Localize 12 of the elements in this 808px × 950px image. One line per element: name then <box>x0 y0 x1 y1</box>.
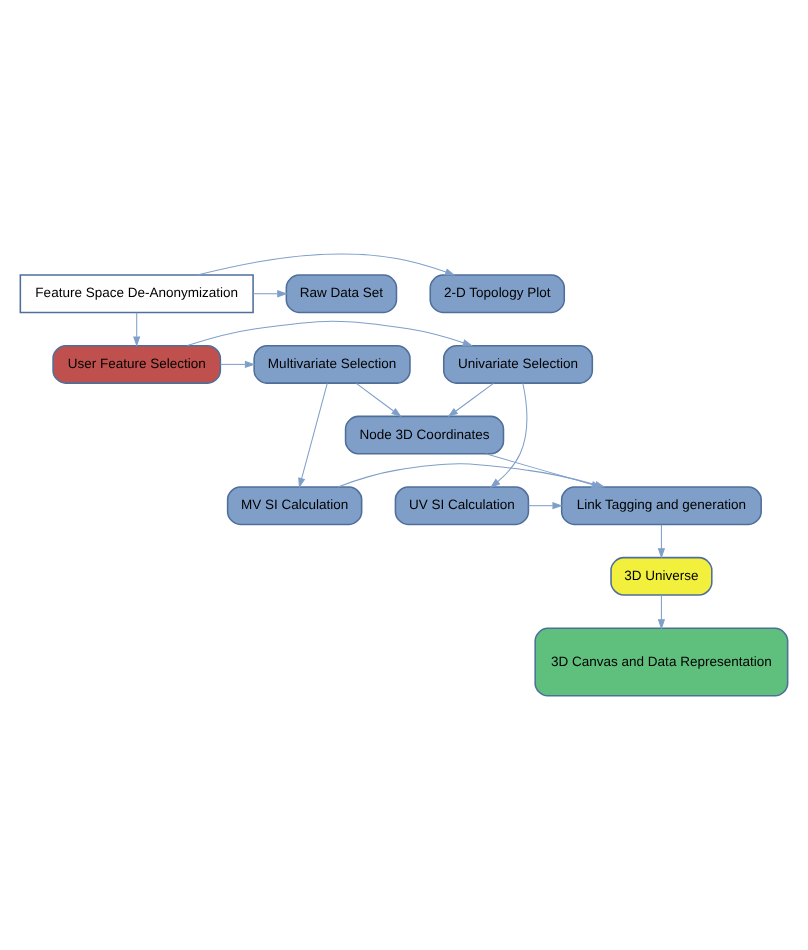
arrow <box>220 360 256 369</box>
arrow <box>528 502 563 510</box>
arrow <box>489 382 528 488</box>
arrow <box>657 524 666 559</box>
arrow <box>197 253 456 276</box>
arrow <box>133 312 141 347</box>
arrow <box>657 594 666 630</box>
arrow <box>355 382 402 418</box>
arrow <box>252 290 288 298</box>
arrow <box>447 382 494 418</box>
arrow <box>298 382 328 489</box>
arrow <box>186 320 473 347</box>
